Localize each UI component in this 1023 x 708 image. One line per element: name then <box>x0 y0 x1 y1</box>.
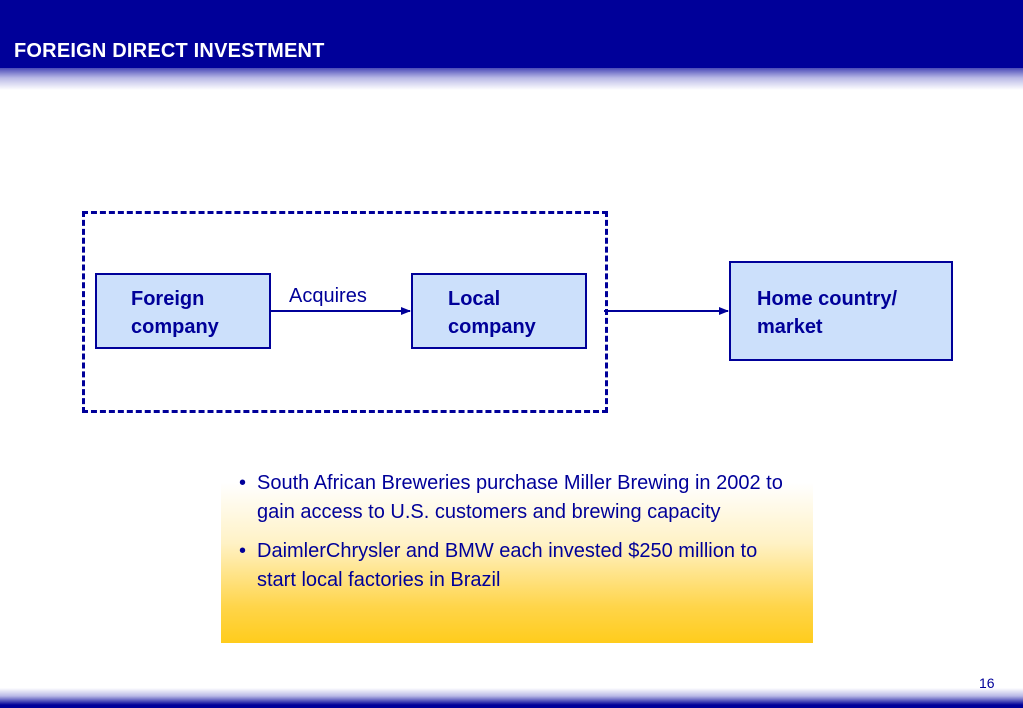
foreign-company-node: Foreign company <box>95 273 271 349</box>
example-bullet: • DaimlerChrysler and BMW each invested … <box>239 537 793 595</box>
acquires-label: Acquires <box>289 285 367 307</box>
foreign-company-label: Foreign company <box>131 288 219 338</box>
examples-panel: • South African Breweries purchase Mille… <box>221 461 813 643</box>
example-bullet: • South African Breweries purchase Mille… <box>239 469 793 527</box>
local-company-node: Local company <box>411 273 587 349</box>
bullet-dot: • <box>239 472 247 494</box>
home-market-label: Home country/ market <box>757 288 898 338</box>
home-market-node: Home country/ market <box>729 261 953 361</box>
local-company-label: Local company <box>448 288 536 338</box>
footer-bar <box>0 688 1023 708</box>
page-number: 16 <box>979 675 995 691</box>
bullet-dot: • <box>239 540 247 562</box>
example-text: South African Breweries purchase Miller … <box>257 472 783 523</box>
title-bar-fade <box>0 68 1023 90</box>
example-text: DaimlerChrysler and BMW each invested $2… <box>257 540 758 591</box>
title-bar <box>0 0 1023 74</box>
slide-title: FOREIGN DIRECT INVESTMENT <box>14 40 325 62</box>
